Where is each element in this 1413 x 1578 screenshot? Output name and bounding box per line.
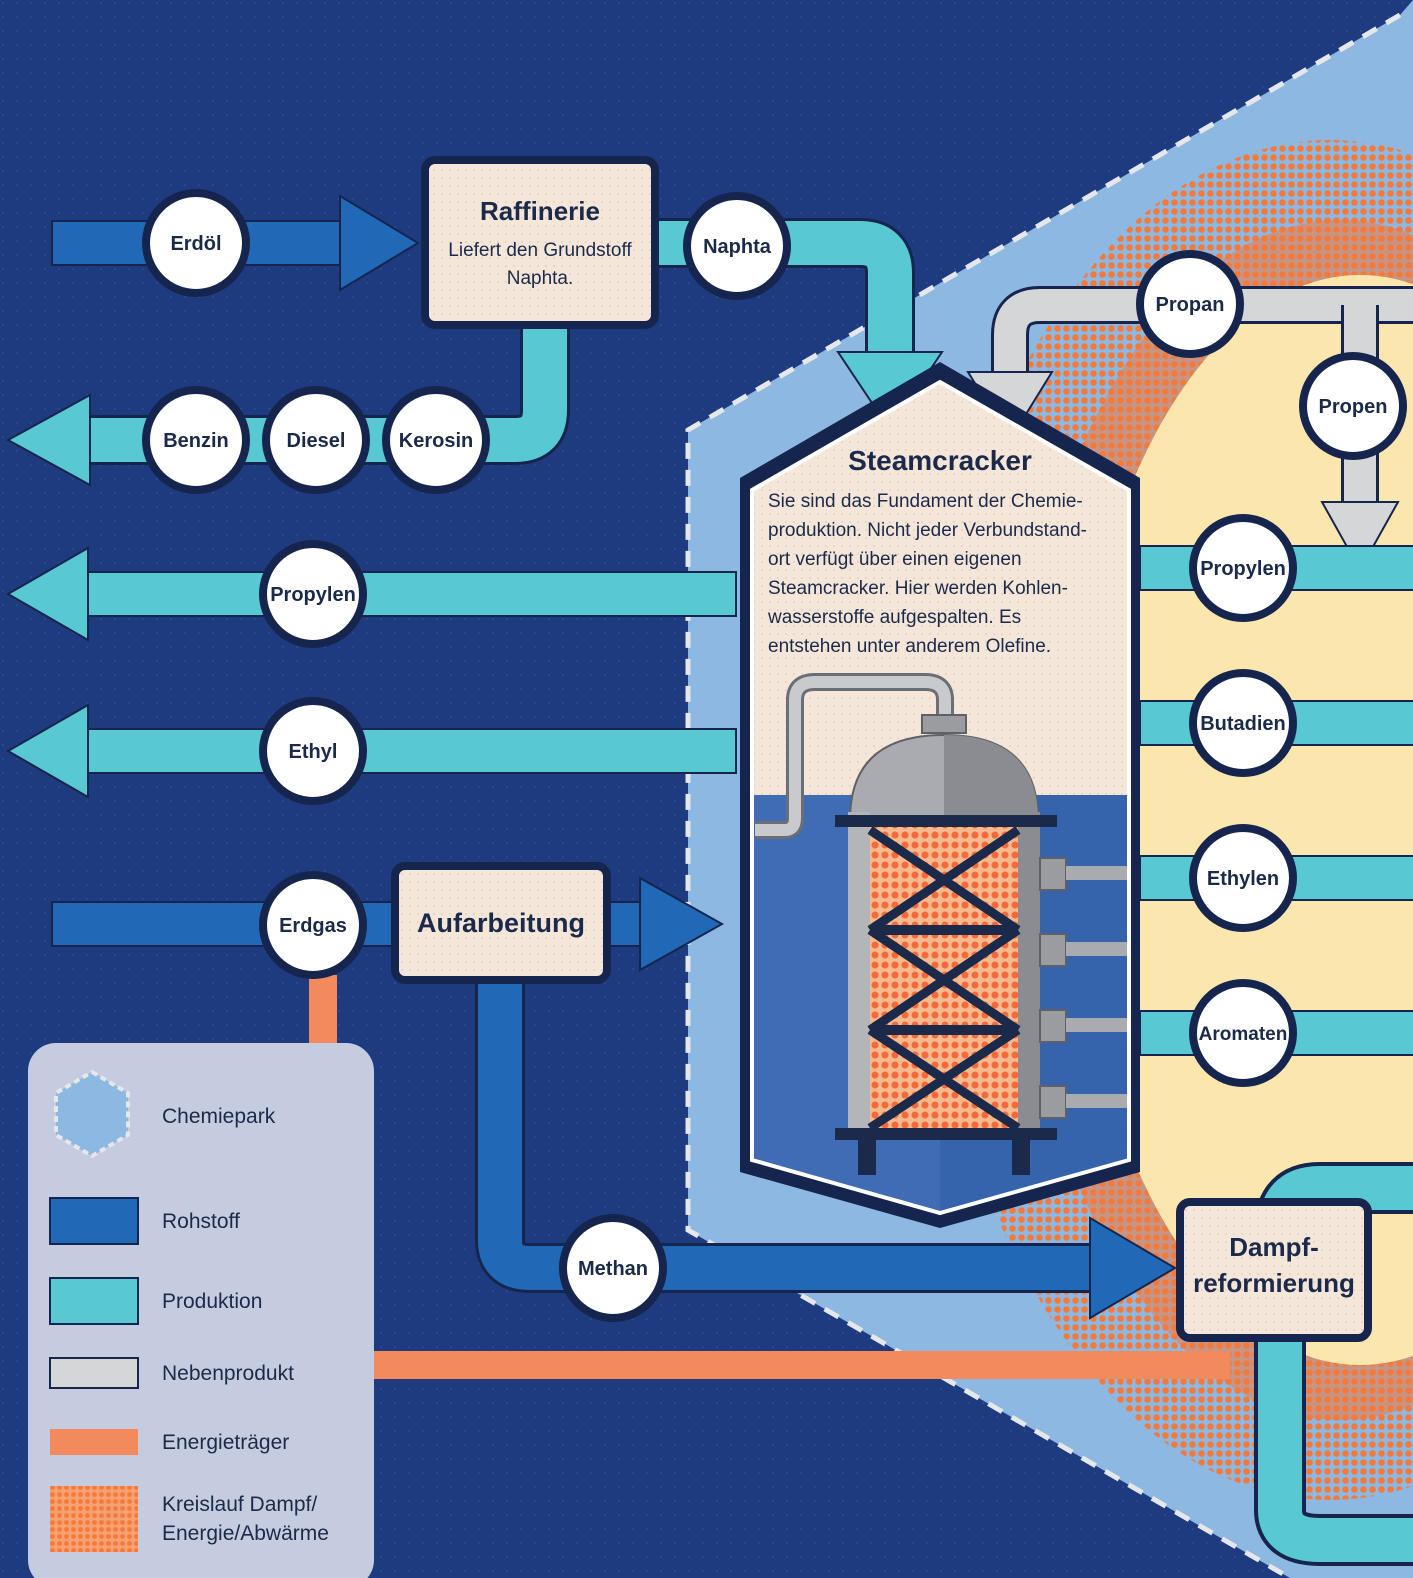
dampfreformierung-line-2: reformierung — [1193, 1268, 1355, 1298]
node-erdoel: Erdöl — [142, 189, 250, 297]
steamcracker-line-6: entstehen unter anderem Olefine. — [768, 636, 1051, 657]
node-propylen-right-label: Propylen — [1200, 558, 1286, 580]
propylen-left-flow — [85, 571, 737, 617]
propan-pipe — [994, 289, 1413, 380]
aufarbeitung-title: Aufarbeitung — [417, 908, 585, 938]
node-ethylen: Ethylen — [1189, 824, 1297, 932]
node-naphta: Naphta — [683, 192, 791, 300]
raffinerie-text-2: Naphta. — [507, 268, 574, 289]
node-propen-label: Propen — [1319, 396, 1388, 418]
chemiepark-boundary — [685, 12, 1402, 1578]
steamcracker-line-1: Sie sind das Fundament der Chemie- — [768, 491, 1083, 512]
methan-arrowhead — [1089, 1216, 1177, 1320]
node-aromaten: Aromaten — [1189, 979, 1297, 1087]
node-erdgas: Erdgas — [259, 871, 367, 979]
steamcracker-interior — [752, 382, 1129, 1213]
legend-chemiepark-swatch — [54, 1069, 130, 1159]
node-propan-label: Propan — [1156, 294, 1225, 316]
raffinerie-title: Raffinerie — [480, 196, 600, 226]
node-naphta-label: Naphta — [703, 236, 772, 258]
steamcracker-line-4: Steamcracker. Hier werden Kohlen- — [768, 578, 1068, 599]
legend-rohstoff-swatch — [49, 1197, 139, 1245]
node-propan: Propan — [1136, 250, 1244, 358]
node-erdoel-label: Erdöl — [170, 233, 221, 255]
dampfreformierung-box — [1176, 1198, 1372, 1342]
legend-kreislauf-swatch — [50, 1486, 138, 1552]
aufarbeitung-box — [391, 862, 611, 984]
ethyl-flow — [85, 728, 737, 774]
naphta-pipe — [655, 221, 912, 360]
node-propylen-left-label: Propylen — [270, 584, 356, 606]
node-kerosin: Kerosin — [382, 386, 490, 494]
ethyl-arrowhead — [5, 703, 89, 799]
node-diesel: Diesel — [262, 386, 370, 494]
legend-nebenprodukt-swatch — [49, 1357, 139, 1389]
dampfreformierung-line-1: Dampf- — [1229, 1232, 1319, 1262]
legend-kreislauf-label-1: Kreislauf Dampf/ — [162, 1493, 317, 1516]
steamcracker-line-3: ort verfügt über einen eigenen — [768, 549, 1022, 570]
methan-pipe — [478, 978, 1100, 1290]
node-diesel-label: Diesel — [287, 430, 346, 452]
raffinerie-box — [421, 156, 659, 329]
node-butadien: Butadien — [1189, 669, 1297, 777]
legend-produktion-label: Produktion — [162, 1290, 262, 1313]
steamcracker-line-2: produktion. Nicht jeder Verbundstand- — [768, 520, 1087, 541]
node-propen: Propen — [1299, 352, 1407, 460]
legend-kreislauf-label-2: Energie/Abwärme — [162, 1522, 329, 1545]
node-aromaten-label: Aromaten — [1199, 1024, 1288, 1045]
fuel-pipe — [90, 325, 567, 462]
steamcracker-line-5: wasserstoffe aufgespalten. Es — [767, 607, 1021, 628]
legend-chemiepark-label: Chemiepark — [162, 1105, 276, 1128]
fuel-arrowhead — [5, 393, 91, 487]
legend-nebenprodukt-label: Nebenprodukt — [162, 1362, 294, 1385]
propylen-left-arrowhead — [5, 546, 89, 642]
legend-energietraeger-swatch — [50, 1429, 138, 1455]
node-methan: Methan — [559, 1214, 667, 1322]
raffinerie-text-1: Liefert den Grundstoff — [448, 240, 632, 261]
node-ethyl: Ethyl — [259, 697, 367, 805]
propen-arrowhead — [1320, 501, 1400, 573]
node-propylen-left: Propylen — [259, 540, 367, 648]
legend-rohstoff-label: Rohstoff — [162, 1210, 240, 1233]
steamcracker-title: Steamcracker — [848, 445, 1032, 476]
node-methan-label: Methan — [578, 1258, 648, 1280]
node-kerosin-label: Kerosin — [399, 430, 473, 452]
steamcracker-inner-border — [750, 379, 1131, 1216]
legend-energietraeger-label: Energieträger — [162, 1431, 289, 1454]
node-benzin: Benzin — [142, 386, 250, 494]
legend-produktion-swatch — [49, 1277, 139, 1325]
node-ethyl-label: Ethyl — [289, 741, 338, 763]
steamcracker-description: Sie sind das Fundament der Chemie- produ… — [767, 491, 1087, 657]
node-ethylen-label: Ethylen — [1207, 868, 1279, 890]
node-propylen-right: Propylen — [1189, 514, 1297, 622]
legend: Chemiepark Rohstoff Produktion Nebenprod… — [28, 1043, 374, 1578]
aufarbeitung-arrowhead — [639, 876, 725, 972]
node-butadien-label: Butadien — [1200, 713, 1286, 735]
node-benzin-label: Benzin — [163, 430, 229, 452]
erdoel-arrowhead — [339, 194, 420, 292]
node-erdgas-label: Erdgas — [279, 915, 347, 937]
